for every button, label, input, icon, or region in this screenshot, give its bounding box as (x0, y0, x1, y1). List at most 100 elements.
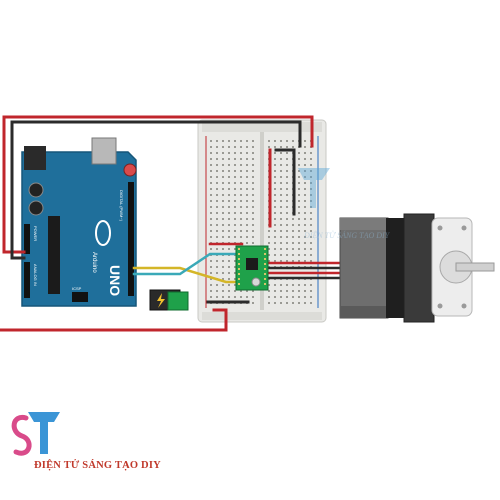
breadboard-hole (246, 206, 248, 208)
breadboard-hole (216, 164, 218, 166)
breadboard-hole (310, 176, 312, 178)
breadboard-hole (310, 182, 312, 184)
breadboard-hole (286, 260, 288, 262)
breadboard-hole (240, 200, 242, 202)
breadboard-hole (286, 152, 288, 154)
breadboard-hole (228, 212, 230, 214)
breadboard-hole (210, 182, 212, 184)
breadboard-hole (310, 224, 312, 226)
breadboard-hole (280, 158, 282, 160)
breadboard-hole (304, 230, 306, 232)
breadboard-hole (228, 200, 230, 202)
icsp-header (72, 292, 88, 302)
breadboard-hole (274, 146, 276, 148)
breadboard-hole (222, 164, 224, 166)
arduino-logo-icon (95, 220, 111, 246)
breadboard-hole (310, 212, 312, 214)
a4988-driver (235, 245, 269, 291)
breadboard-hole (240, 152, 242, 154)
breadboard-hole (280, 248, 282, 250)
breadboard-hole (234, 152, 236, 154)
breadboard-hole (210, 152, 212, 154)
breadboard-hole (252, 218, 254, 220)
driver-pin (238, 278, 240, 280)
driver-pin (264, 283, 266, 285)
watermark: ĐIỆN TỬ SÁNG TẠO DIY (298, 168, 391, 240)
breadboard-hole (234, 266, 236, 268)
breadboard-hole (246, 200, 248, 202)
breadboard-hole (252, 170, 254, 172)
brand-logo (11, 412, 60, 456)
breadboard-hole (234, 200, 236, 202)
breadboard-hole (234, 140, 236, 142)
breadboard-hole (252, 182, 254, 184)
breadboard-hole (280, 236, 282, 238)
breadboard-hole (304, 158, 306, 160)
breadboard-hole (222, 188, 224, 190)
breadboard-hole (304, 164, 306, 166)
breadboard-hole (222, 278, 224, 280)
breadboard-hole (246, 164, 248, 166)
breadboard-hole (216, 206, 218, 208)
breadboard-hole (228, 236, 230, 238)
breadboard-hole (292, 230, 294, 232)
breadboard-hole (286, 290, 288, 292)
breadboard-hole (310, 188, 312, 190)
breadboard-hole (268, 260, 270, 262)
board-name: UNO (107, 265, 123, 296)
breadboard-hole (298, 230, 300, 232)
breadboard-hole (240, 218, 242, 220)
breadboard-hole (310, 236, 312, 238)
breadboard-hole (268, 140, 270, 142)
potentiometer (251, 277, 261, 287)
breadboard-hole (298, 188, 300, 190)
breadboard-hole (228, 290, 230, 292)
breadboard-hole (292, 224, 294, 226)
breadboard-hole (304, 248, 306, 250)
breadboard-hole (274, 248, 276, 250)
breadboard-hole (228, 140, 230, 142)
breadboard-hole (268, 146, 270, 148)
breadboard-hole (240, 164, 242, 166)
pin-header-analog (24, 262, 30, 298)
breadboard-hole (280, 290, 282, 292)
breadboard-hole (280, 224, 282, 226)
breadboard-hole (298, 224, 300, 226)
breadboard-hole (304, 212, 306, 214)
breadboard-hole (246, 224, 248, 226)
breadboard-hole (298, 290, 300, 292)
breadboard-hole (216, 170, 218, 172)
breadboard-hole (298, 152, 300, 154)
breadboard-hole (222, 272, 224, 274)
breadboard-hole (240, 212, 242, 214)
breadboard-hole (216, 272, 218, 274)
breadboard-hole (298, 170, 300, 172)
breadboard-hole (274, 200, 276, 202)
breadboard-hole (274, 140, 276, 142)
breadboard-hole (274, 164, 276, 166)
step-wire (132, 266, 238, 284)
breadboard-hole (222, 224, 224, 226)
breadboard-hole (286, 188, 288, 190)
breadboard-hole (234, 188, 236, 190)
breadboard-hole (304, 152, 306, 154)
mount-hole (437, 225, 443, 231)
breadboard-hole (274, 170, 276, 172)
breadboard-hole (216, 236, 218, 238)
breadboard-hole (286, 158, 288, 160)
breadboard-hole (252, 242, 254, 244)
breadboard-hole (274, 182, 276, 184)
breadboard-hole (286, 200, 288, 202)
breadboard-hole (216, 140, 218, 142)
breadboard-hole (298, 176, 300, 178)
capacitor (28, 200, 44, 216)
breadboard-hole (222, 194, 224, 196)
breadboard-hole (210, 278, 212, 280)
bb-black-bar (274, 148, 296, 216)
breadboard-hole (292, 146, 294, 148)
breadboard-hole (274, 152, 276, 154)
breadboard-hole (240, 224, 242, 226)
breadboard-hole (280, 284, 282, 286)
breadboard-hole (304, 140, 306, 142)
breadboard-hole (268, 290, 270, 292)
